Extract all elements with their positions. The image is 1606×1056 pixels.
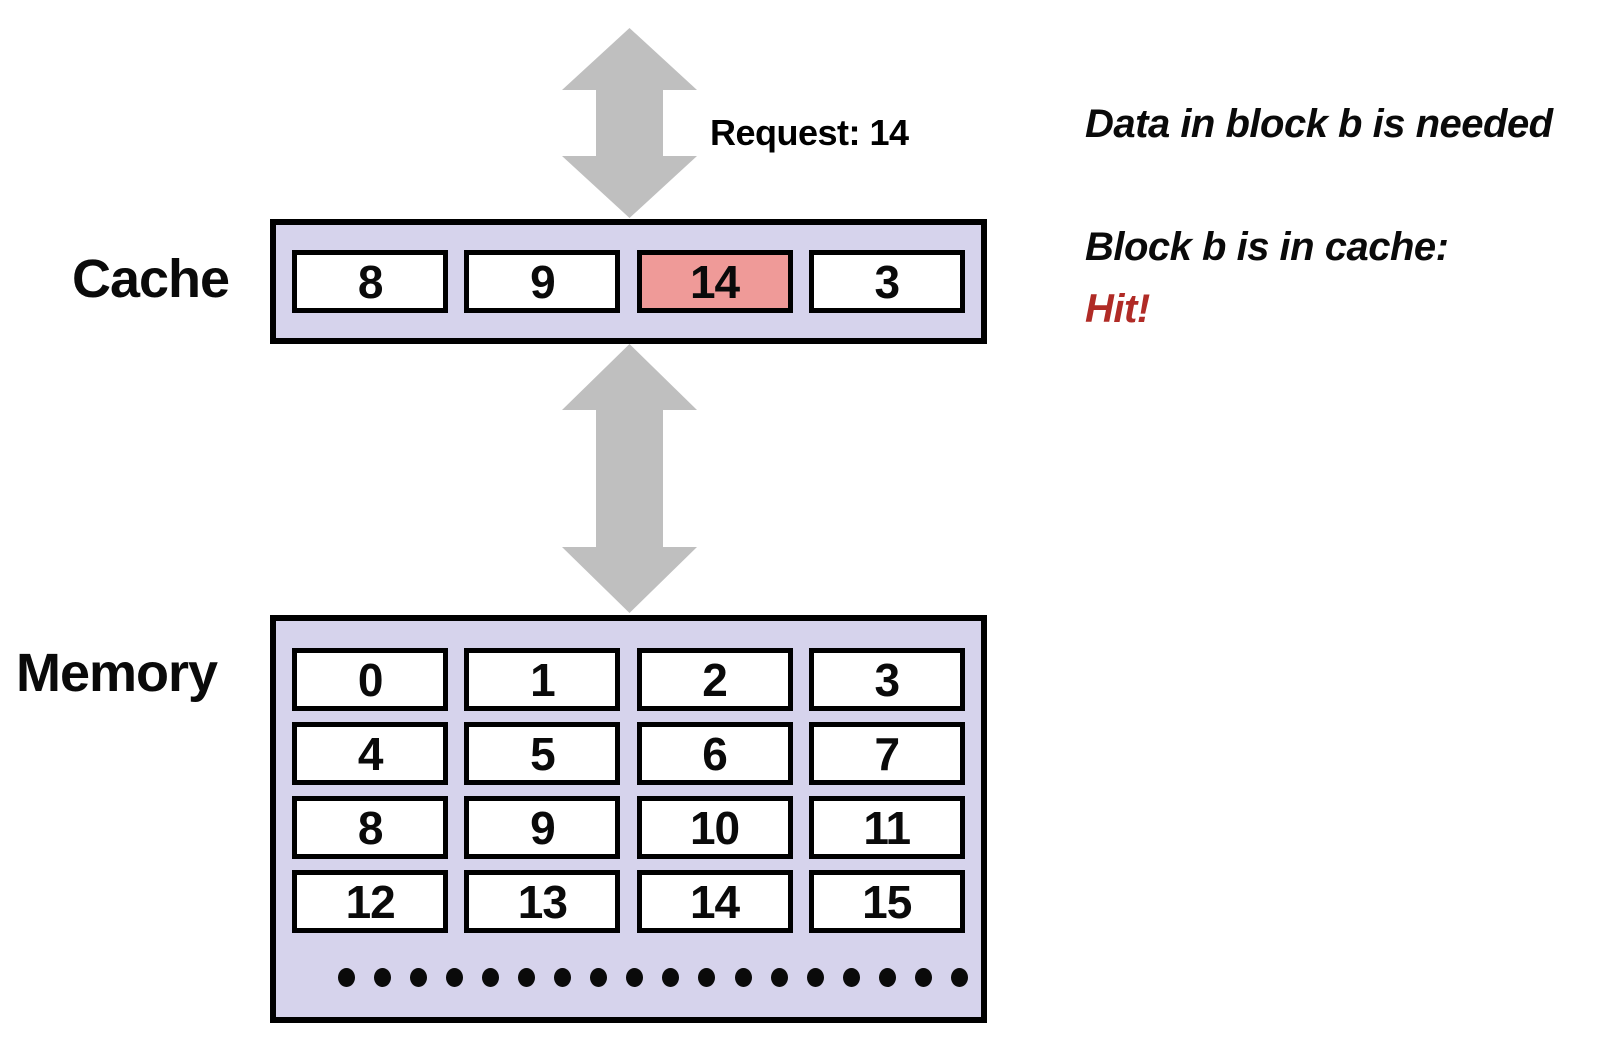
ellipsis-dot [446,968,464,987]
memory-cell: 5 [464,722,621,785]
ellipsis-dot [554,968,572,987]
ellipsis-dot [914,968,932,987]
cache-cell-highlighted: 14 [636,250,793,313]
memory-cell: 9 [464,796,621,859]
memory-cell: 13 [464,870,621,933]
memory-cell: 14 [636,870,793,933]
ellipsis-dot [482,968,500,987]
memory-cell: 8 [292,796,449,859]
annotation-data-needed: Data in block b is needed [1085,102,1553,146]
request-arrow-icon [562,28,697,218]
ellipsis-dot [950,968,968,987]
ellipsis-dot [698,968,716,987]
ellipsis-dot [662,968,680,987]
ellipsis-dot [734,968,752,987]
ellipsis-dot [626,968,644,987]
memory-cell: 2 [636,648,793,711]
memory-cell: 10 [636,796,793,859]
ellipsis-dot [410,968,428,987]
cache-cell: 3 [808,250,965,313]
memory-cell: 1 [464,648,621,711]
request-label: Request: 14 [710,112,909,153]
memory-cell: 6 [636,722,793,785]
cache-label: Cache [72,249,230,309]
cache-cell: 8 [292,250,449,313]
memory-label: Memory [16,643,218,703]
memory-cell: 4 [292,722,449,785]
memory-cell: 0 [292,648,449,711]
memory-cell: 11 [808,796,965,859]
ellipsis-dot [770,968,788,987]
memory-cell: 15 [808,870,965,933]
cache-cell: 9 [464,250,621,313]
memory-cell: 7 [808,722,965,785]
memory-cell: 12 [292,870,449,933]
ellipsis-dot [842,968,860,987]
ellipsis-dot [518,968,536,987]
ellipsis-dot [590,968,608,987]
memory-ellipsis-dots [338,968,968,987]
ellipsis-dot [374,968,392,987]
ellipsis-dot [878,968,896,987]
annotation-block-in-cache: Block b is in cache: [1085,225,1449,269]
ellipsis-dot [806,968,824,987]
cache-memory-arrow-icon [562,344,697,613]
memory-cell: 3 [808,648,965,711]
annotation-hit: Hit! [1085,287,1150,331]
ellipsis-dot [338,968,355,987]
